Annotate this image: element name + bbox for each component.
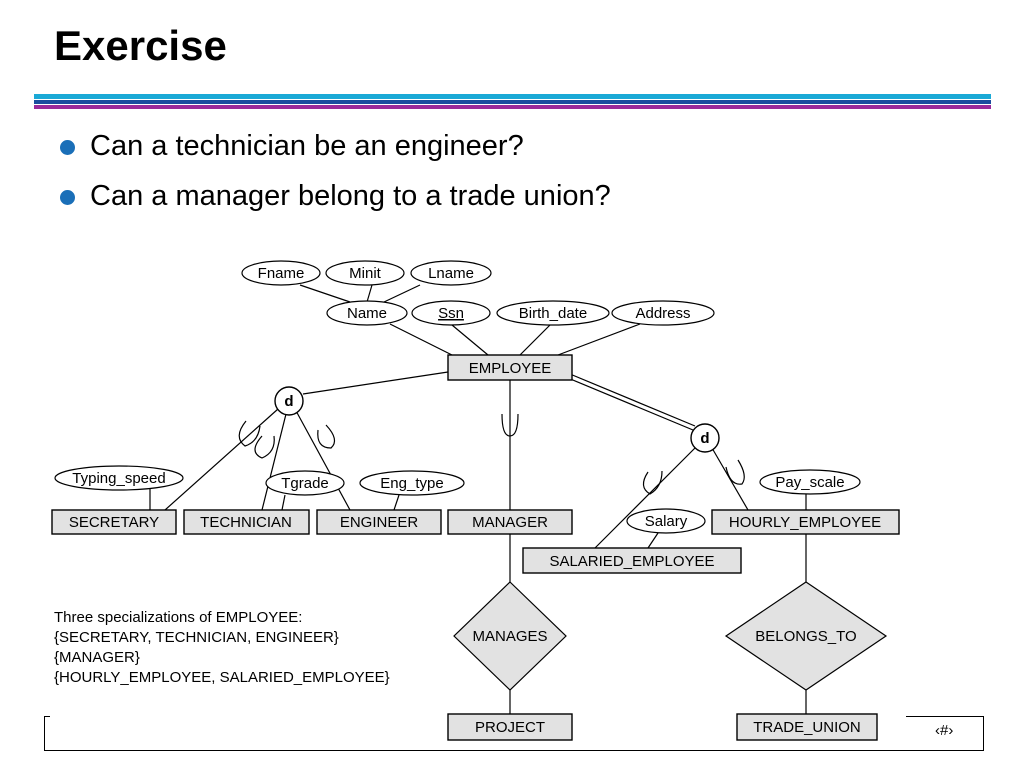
svg-text:Salary: Salary <box>645 513 688 530</box>
attribute-address: Address <box>611 300 715 326</box>
attribute-pay-scale: Pay_scale <box>759 469 861 495</box>
svg-text:TECHNICIAN: TECHNICIAN <box>200 514 292 531</box>
title-rule-blue <box>34 100 991 104</box>
entity-hourly-employee: HOURLY_EMPLOYEE <box>711 509 900 535</box>
subset-arcs <box>238 413 745 495</box>
svg-text:HOURLY_EMPLOYEE: HOURLY_EMPLOYEE <box>729 514 881 531</box>
svg-text:Tgrade: Tgrade <box>281 475 329 492</box>
connector-lines <box>149 284 807 714</box>
attribute-name: Name <box>326 300 408 326</box>
title-rule-purple <box>34 105 991 109</box>
svg-text:d: d <box>700 430 709 447</box>
slide-title: Exercise <box>54 22 227 69</box>
svg-text:d: d <box>284 393 293 410</box>
entity-manager: MANAGER <box>447 509 573 535</box>
entity-project: PROJECT <box>447 713 573 741</box>
svg-text:PROJECT: PROJECT <box>475 719 545 736</box>
footer-rule <box>906 716 983 717</box>
entity-technician: TECHNICIAN <box>183 509 310 535</box>
footer-rule <box>44 716 50 717</box>
svg-text:Ssn: Ssn <box>438 305 464 322</box>
attribute-typing-speed: Typing_speed <box>54 465 184 491</box>
bullet-dot-icon <box>60 140 75 155</box>
bullet-list: Can a technician be an engineer? Can a m… <box>58 126 611 226</box>
attribute-birth-date: Birth_date <box>496 300 610 326</box>
svg-text:SALARIED_EMPLOYEE: SALARIED_EMPLOYEE <box>549 553 714 570</box>
entity-employee: EMPLOYEE <box>447 354 573 381</box>
svg-text:MANAGER: MANAGER <box>472 514 548 531</box>
bullet-dot-icon <box>60 190 75 205</box>
attribute-lname: Lname <box>410 260 492 286</box>
note-line: {MANAGER} <box>54 649 140 666</box>
attribute-eng-type: Eng_type <box>359 470 465 496</box>
bullet-text: Can a manager belong to a trade union? <box>90 180 611 212</box>
attribute-fname: Fname <box>241 260 321 286</box>
entity-trade-union: TRADE_UNION <box>736 713 878 741</box>
note-line: {SECRETARY, TECHNICIAN, ENGINEER} <box>54 629 339 646</box>
entity-engineer: ENGINEER <box>316 509 442 535</box>
svg-text:BELONGS_TO: BELONGS_TO <box>755 628 856 645</box>
note-line: Three specializations of EMPLOYEE: <box>54 609 303 626</box>
bullet-item: Can a manager belong to a trade union? <box>58 176 611 226</box>
svg-text:EMPLOYEE: EMPLOYEE <box>469 360 552 377</box>
page-number: ‹#› <box>935 722 954 739</box>
svg-text:Eng_type: Eng_type <box>380 475 443 492</box>
entity-secretary: SECRETARY <box>51 509 177 535</box>
disjoint-circle: d <box>274 386 304 416</box>
svg-text:Name: Name <box>347 305 387 322</box>
svg-text:TRADE_UNION: TRADE_UNION <box>753 719 861 736</box>
attribute-tgrade: Tgrade <box>265 470 345 496</box>
entity-salaried-employee: SALARIED_EMPLOYEE <box>522 547 742 574</box>
svg-text:Typing_speed: Typing_speed <box>72 470 165 487</box>
svg-text:Lname: Lname <box>428 265 474 282</box>
attribute-salary: Salary <box>626 508 706 534</box>
svg-text:ENGINEER: ENGINEER <box>340 514 419 531</box>
footer-frame <box>44 716 984 751</box>
svg-text:Fname: Fname <box>258 265 305 282</box>
svg-text:Birth_date: Birth_date <box>519 305 587 322</box>
svg-text:Pay_scale: Pay_scale <box>775 474 844 491</box>
relationship-manages: MANAGES <box>453 581 567 691</box>
bullet-text: Can a technician be an engineer? <box>90 130 524 162</box>
svg-text:MANAGES: MANAGES <box>472 628 547 645</box>
svg-text:Minit: Minit <box>349 265 382 282</box>
attribute-ssn: Ssn <box>411 300 491 326</box>
attribute-minit: Minit <box>325 260 405 286</box>
note-line: {HOURLY_EMPLOYEE, SALARIED_EMPLOYEE} <box>54 669 390 686</box>
bullet-item: Can a technician be an engineer? <box>58 126 611 176</box>
relationship-belongs-to: BELONGS_TO <box>724 581 888 691</box>
svg-text:Address: Address <box>635 305 690 322</box>
svg-text:SECRETARY: SECRETARY <box>69 514 159 531</box>
disjoint-circle: d <box>690 423 720 453</box>
specializations-note: Three specializations of EMPLOYEE: {SECR… <box>54 608 390 688</box>
title-rule-cyan <box>34 94 991 99</box>
